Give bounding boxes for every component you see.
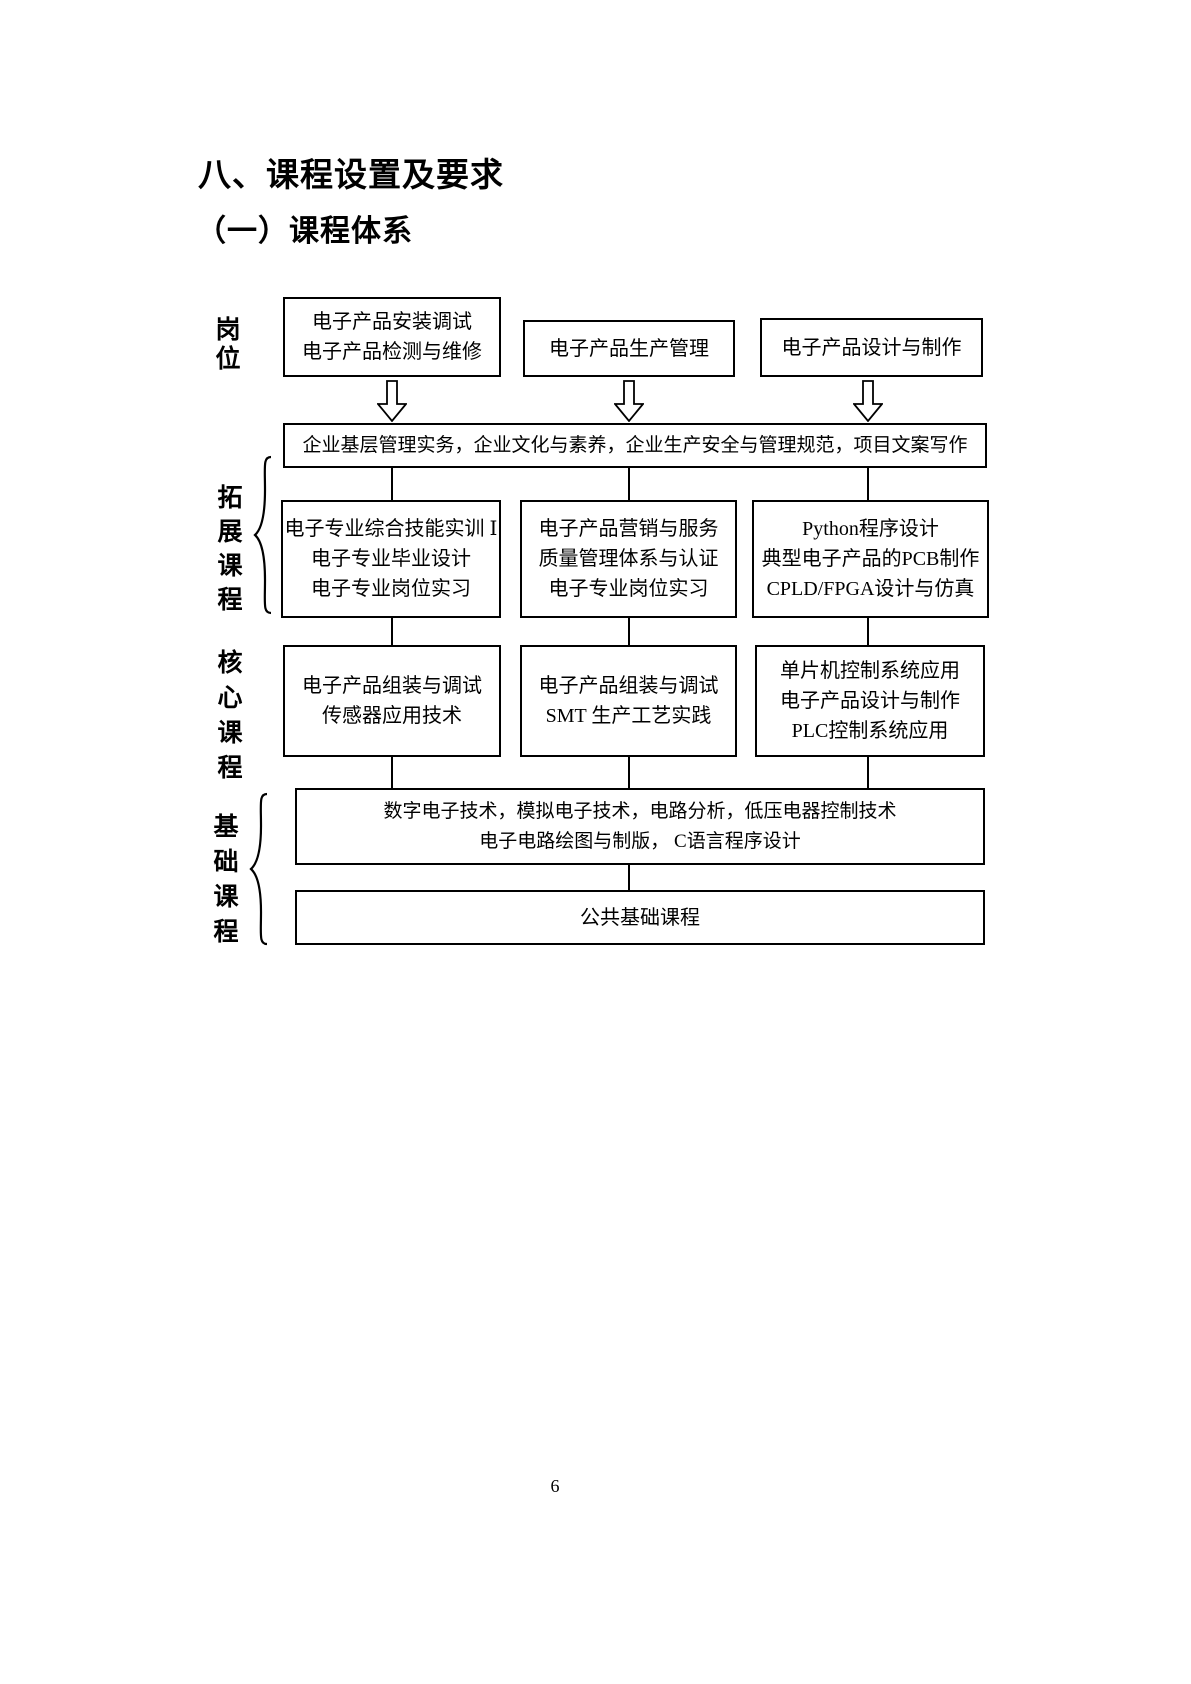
box-line: 单片机控制系统应用: [780, 660, 960, 682]
box-line: 电子产品组装与调试: [302, 675, 482, 697]
core-box-2: 电子产品组装与调试 SMT 生产工艺实践: [520, 645, 737, 757]
box-line: 电子产品安装调试: [312, 311, 472, 333]
core-box-3: 单片机控制系统应用 电子产品设计与制作 PLC控制系统应用: [755, 645, 985, 757]
box-line: 电子产品检测与维修: [302, 341, 482, 363]
position-box-3: 电子产品设计与制作: [760, 318, 983, 377]
core-box-1: 电子产品组装与调试 传感器应用技术: [283, 645, 501, 757]
expansion-box-3: Python程序设计 典型电子产品的PCB制作 CPLD/FPGA设计与仿真: [752, 500, 989, 618]
bridge-box: 企业基层管理实务，企业文化与素养，企业生产安全与管理规范，项目文案写作: [283, 423, 987, 468]
box-line: 传感器应用技术: [322, 705, 462, 727]
box-line: 电子产品设计与制作: [780, 690, 960, 712]
box-line: 公共基础课程: [580, 906, 700, 929]
expansion-box-1: 电子专业综合技能实训 Ⅰ 电子专业毕业设计 电子专业岗位实习: [281, 500, 501, 618]
box-line: Python程序设计: [802, 518, 939, 540]
row-label-foundation-courses: 基础课程: [213, 813, 239, 946]
subsection-title: （一）课程体系: [196, 215, 413, 248]
position-box-1: 电子产品安装调试 电子产品检测与维修: [283, 297, 501, 377]
connector-line: [628, 617, 630, 646]
connector-line: [628, 864, 630, 891]
box-line: PLC控制系统应用: [791, 720, 949, 742]
page-number: 6: [550, 1476, 560, 1496]
foundation-box-1: 数字电子技术，模拟电子技术，电路分析，低压电器控制技术 电子电路绘图与制版， C…: [295, 788, 985, 865]
box-line: 电子产品营销与服务: [538, 518, 719, 540]
down-arrow-icon: [614, 380, 644, 422]
box-line: 质量管理体系与认证: [538, 548, 719, 570]
box-line: 电子专业综合技能实训 Ⅰ: [284, 518, 498, 540]
box-line: 电子电路绘图与制版， C语言程序设计: [479, 830, 801, 852]
connector-line: [628, 467, 630, 500]
box-line: 电子专业岗位实习: [311, 578, 471, 600]
down-arrow-icon: [853, 380, 883, 422]
left-brace-icon: [249, 792, 268, 946]
connector-line: [867, 617, 869, 646]
connector-line: [391, 617, 393, 646]
left-brace-icon: [253, 455, 272, 615]
connector-line: [867, 467, 869, 500]
box-line: 电子专业毕业设计: [311, 548, 471, 570]
row-label-expansion-courses: 拓展课程: [217, 484, 243, 614]
box-line: SMT 生产工艺实践: [545, 705, 712, 727]
box-line: 数字电子技术，模拟电子技术，电路分析，低压电器控制技术: [383, 800, 897, 822]
connector-line: [628, 756, 630, 789]
down-arrow-icon: [377, 380, 407, 422]
row-label-positions: 岗位: [215, 316, 241, 373]
connector-line: [391, 756, 393, 789]
box-line: CPLD/FPGA设计与仿真: [766, 578, 975, 600]
box-line: 典型电子产品的PCB制作: [761, 548, 980, 570]
box-line: 电子专业岗位实习: [548, 578, 709, 600]
expansion-box-2: 电子产品营销与服务 质量管理体系与认证 电子专业岗位实习: [520, 500, 737, 618]
foundation-box-2: 公共基础课程: [295, 890, 985, 945]
row-label-core-courses: 核心课程: [217, 649, 243, 782]
box-line: 电子产品生产管理: [549, 337, 709, 360]
box-line: 企业基层管理实务，企业文化与素养，企业生产安全与管理规范，项目文案写作: [302, 434, 968, 456]
box-line: 电子产品设计与制作: [781, 336, 962, 359]
position-box-2: 电子产品生产管理: [523, 320, 735, 377]
section-title: 八、课程设置及要求: [198, 156, 504, 193]
connector-line: [391, 467, 393, 500]
box-line: 电子产品组装与调试: [538, 675, 719, 697]
connector-line: [867, 756, 869, 789]
